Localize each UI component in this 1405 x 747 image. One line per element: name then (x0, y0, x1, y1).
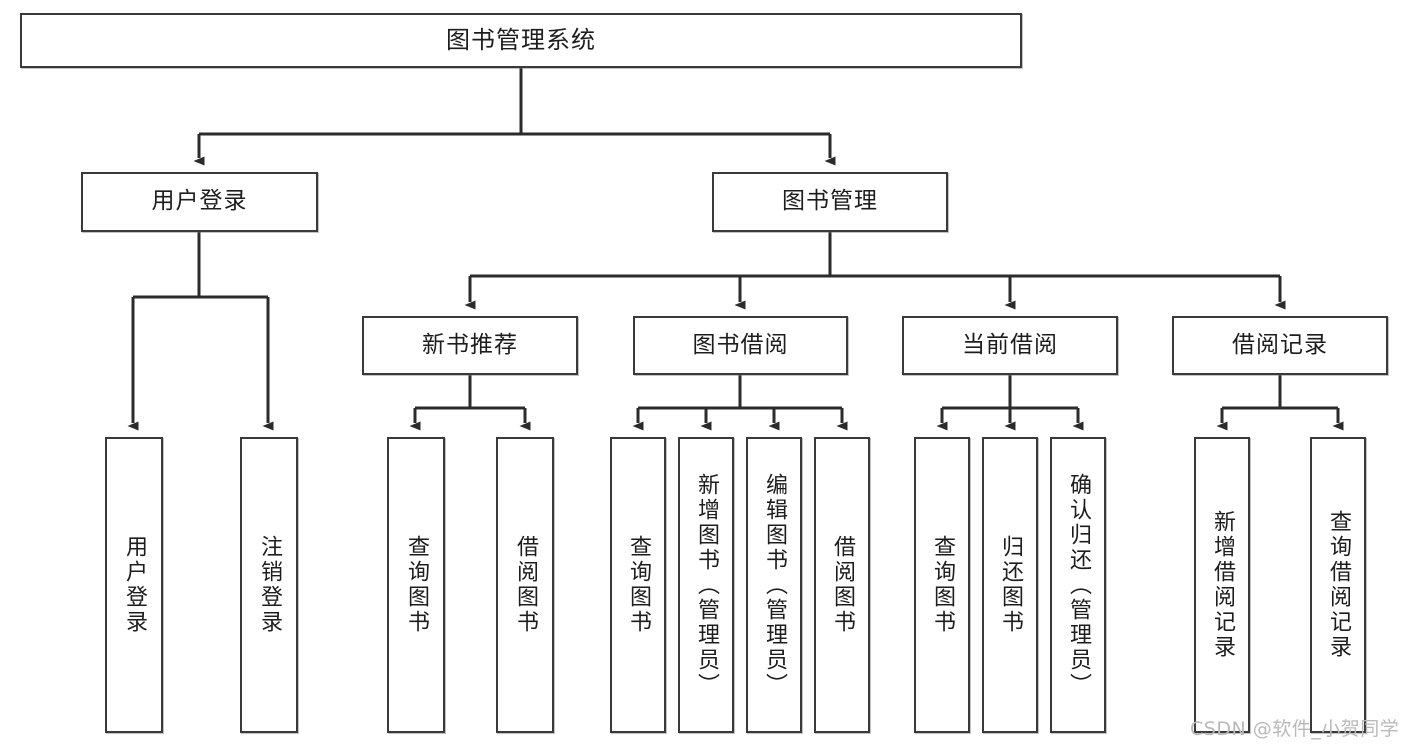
node-borrow-record[interactable]: 借阅记录 (1172, 316, 1388, 375)
node-label: 查询图书 (626, 535, 651, 635)
node-leaf-confirm-return-admin[interactable]: 确认归还（管理员） (1050, 437, 1106, 733)
node-leaf-query-book-2[interactable]: 查询图书 (610, 437, 666, 733)
node-leaf-query-borrow-record[interactable]: 查询借阅记录 (1310, 437, 1366, 733)
node-label: 用户登录 (122, 535, 147, 635)
node-label: 用户登录 (151, 188, 248, 215)
node-leaf-query-book-3[interactable]: 查询图书 (914, 437, 970, 733)
node-label: 新书推荐 (422, 331, 518, 358)
node-label: 图书借阅 (692, 331, 789, 358)
node-label: 当前借阅 (962, 331, 1058, 358)
node-leaf-return-book[interactable]: 归还图书 (982, 437, 1038, 733)
node-label: 查询图书 (930, 535, 955, 635)
node-leaf-borrow-book-2[interactable]: 借阅图书 (814, 437, 870, 733)
node-label: 新增借阅记录 (1210, 510, 1235, 660)
node-leaf-edit-book-admin[interactable]: 编辑图书（管理员） (746, 437, 802, 733)
node-label: 借阅图书 (513, 535, 538, 635)
node-user-login[interactable]: 用户登录 (81, 172, 318, 232)
node-root-system[interactable]: 图书管理系统 (20, 13, 1022, 68)
csdn-watermark: CSDN @软件_小贺同学 (1190, 718, 1400, 740)
node-label: 新增图书（管理员） (694, 472, 719, 698)
node-label: 借阅图书 (830, 535, 855, 635)
node-label: 图书管理 (782, 188, 878, 215)
node-leaf-add-book-admin[interactable]: 新增图书（管理员） (678, 437, 734, 733)
node-label: 查询图书 (404, 535, 429, 635)
node-book-management[interactable]: 图书管理 (712, 172, 948, 232)
node-label: 确认归还（管理员） (1066, 472, 1091, 698)
node-leaf-query-book-1[interactable]: 查询图书 (387, 437, 445, 733)
node-leaf-logout-login[interactable]: 注销登录 (240, 437, 298, 733)
node-current-borrow[interactable]: 当前借阅 (902, 316, 1118, 375)
node-label: 编辑图书（管理员） (762, 472, 787, 698)
node-label: 借阅记录 (1232, 331, 1328, 358)
node-leaf-borrow-book-1[interactable]: 借阅图书 (496, 437, 554, 733)
node-label: 注销登录 (257, 535, 282, 635)
node-new-book-recommend[interactable]: 新书推荐 (362, 316, 578, 375)
node-label: 归还图书 (998, 535, 1023, 635)
node-leaf-user-login[interactable]: 用户登录 (105, 437, 163, 733)
node-label: 图书管理系统 (446, 26, 596, 55)
node-leaf-add-borrow-record[interactable]: 新增借阅记录 (1194, 437, 1250, 733)
node-book-borrow[interactable]: 图书借阅 (633, 316, 848, 375)
node-label: 查询借阅记录 (1326, 510, 1351, 660)
